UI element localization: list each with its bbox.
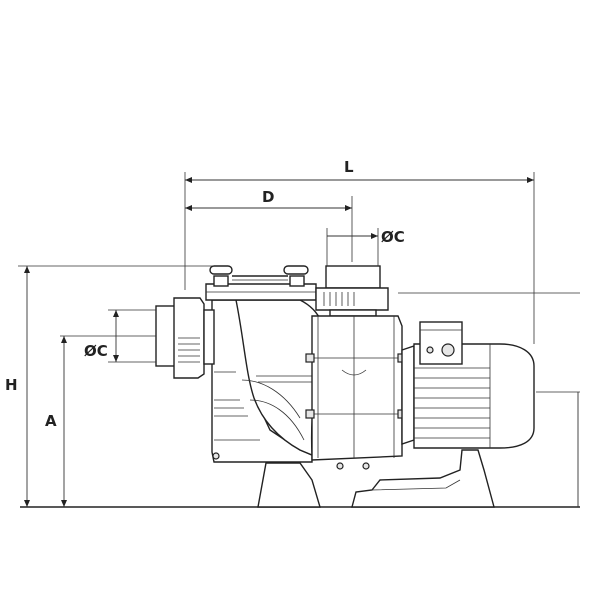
inlet-union-ribs bbox=[178, 337, 200, 363]
motor-foot bbox=[351, 449, 495, 508]
label-C-left: ØC bbox=[84, 342, 108, 360]
motor-fins bbox=[414, 367, 490, 439]
pump-foot bbox=[257, 462, 321, 508]
label-D: D bbox=[262, 188, 274, 206]
lid-knob-left bbox=[213, 275, 229, 287]
cable-gland bbox=[441, 343, 455, 357]
pump-housing bbox=[311, 315, 403, 461]
volute-curve bbox=[241, 379, 301, 419]
label-L: L bbox=[344, 158, 354, 176]
lid-knob-left-top bbox=[209, 265, 233, 275]
lid-knob-right-top bbox=[283, 265, 309, 275]
motor-adapter bbox=[401, 345, 415, 445]
terminal-box bbox=[419, 321, 463, 365]
label-C-top: ØC bbox=[381, 228, 405, 246]
label-A: A bbox=[45, 412, 57, 430]
motor-body bbox=[413, 343, 535, 449]
outlet-pipe bbox=[325, 265, 381, 289]
body-ribs bbox=[214, 371, 312, 441]
outlet-union-ribs bbox=[323, 292, 355, 306]
outlet-neck bbox=[329, 309, 377, 317]
drain-plugs bbox=[212, 452, 370, 470]
lid-knob-right bbox=[289, 275, 305, 287]
inlet-flange bbox=[203, 309, 215, 365]
volute-curve-2 bbox=[249, 399, 305, 441]
housing-arc bbox=[341, 369, 367, 376]
label-H: H bbox=[5, 376, 18, 394]
motor-foot-inner bbox=[371, 479, 461, 491]
outlet-union-nut bbox=[315, 287, 389, 311]
terminal-screw bbox=[426, 346, 434, 354]
housing-lines bbox=[312, 316, 402, 458]
